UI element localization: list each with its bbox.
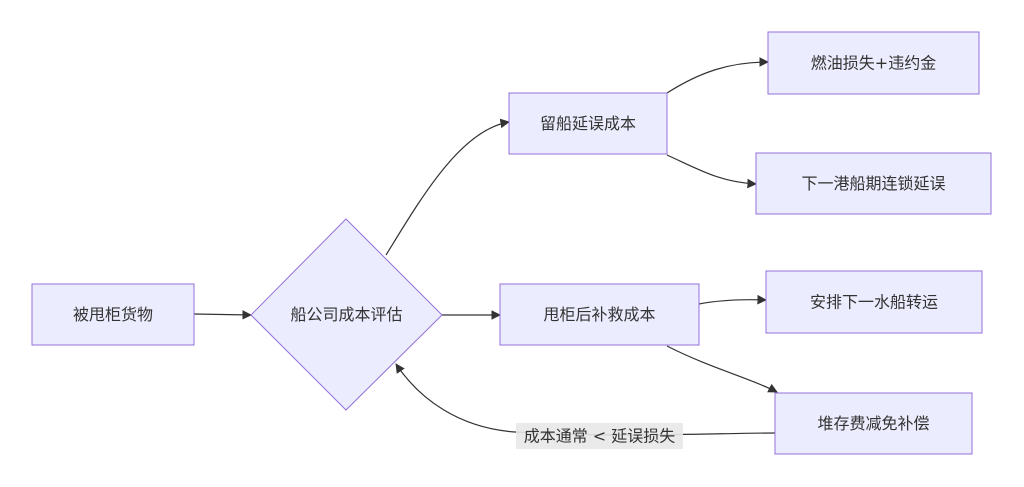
node-storage[interactable]: 堆存费减免补偿 bbox=[774, 392, 973, 455]
node-keep-label: 留船延误成本 bbox=[540, 114, 636, 133]
edge-drop-to-storage bbox=[666, 345, 778, 393]
edge-keep-to-fuel bbox=[666, 57, 769, 94]
node-fuel[interactable]: 燃油损失+违约金 bbox=[767, 31, 980, 95]
node-transship-label: 安排下一水船转运 bbox=[810, 293, 938, 312]
node-drop[interactable]: 甩柜后补救成本 bbox=[499, 283, 700, 346]
edges bbox=[193, 57, 778, 436]
node-nextport-label: 下一港船期连锁延误 bbox=[801, 174, 945, 193]
node-storage-label: 堆存费减免补偿 bbox=[817, 414, 929, 433]
node-transship[interactable]: 安排下一水船转运 bbox=[765, 270, 983, 334]
edge-label-feedback: 成本通常 < 延误损失 bbox=[516, 423, 683, 449]
node-fuel-label: 燃油损失+违约金 bbox=[811, 54, 936, 73]
edge-drop-to-transship bbox=[698, 294, 767, 305]
edge-decision-to-keep bbox=[385, 118, 510, 256]
node-goods[interactable]: 被甩柜货物 bbox=[31, 283, 195, 346]
edge-goods-to-decision bbox=[193, 310, 252, 320]
node-nextport[interactable]: 下一港船期连锁延误 bbox=[755, 152, 992, 215]
node-drop-label: 甩柜后补救成本 bbox=[543, 305, 655, 324]
node-decision-label: 船公司成本评估 bbox=[290, 305, 402, 324]
edge-label-feedback-text: 成本通常 < 延误损失 bbox=[524, 427, 676, 446]
node-decision[interactable]: 船公司成本评估 bbox=[250, 218, 443, 411]
node-keep[interactable]: 留船延误成本 bbox=[508, 92, 668, 155]
node-goods-label: 被甩柜货物 bbox=[73, 305, 153, 324]
edge-keep-to-nextport bbox=[666, 154, 757, 189]
